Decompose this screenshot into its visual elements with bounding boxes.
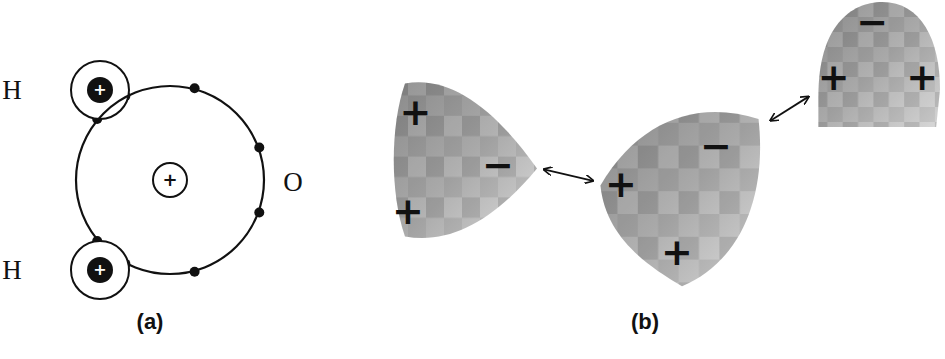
nucleus-sign: + [162, 171, 177, 189]
attraction-arrow [770, 97, 808, 121]
charge-sign: + [400, 93, 432, 131]
charge-sign: − [856, 3, 888, 41]
charge-sign: + [906, 58, 938, 96]
atom-label: H [2, 77, 22, 104]
charge-sign: + [392, 192, 424, 230]
hydrogen-atom: H+ [70, 60, 130, 120]
charge-sign: + [818, 58, 850, 96]
charge-sign: − [700, 127, 732, 165]
water-molecule: −+ + [812, 2, 940, 127]
water-molecule: + − + [597, 100, 767, 290]
panel-label: (a) [137, 309, 164, 335]
charge-sign: + [661, 233, 693, 271]
charge-sign: + [605, 165, 637, 203]
hydrogen-atom: H+ [70, 240, 130, 300]
panel-label: (b) [631, 309, 659, 335]
charge-sign: − [482, 146, 514, 184]
attraction-arrow [544, 169, 593, 180]
nucleus-sign: + [93, 82, 106, 98]
atom-label: O [283, 169, 303, 196]
atom-label: H [2, 257, 22, 284]
water-molecule: + − + [390, 75, 540, 245]
nucleus-sign: + [93, 262, 106, 278]
